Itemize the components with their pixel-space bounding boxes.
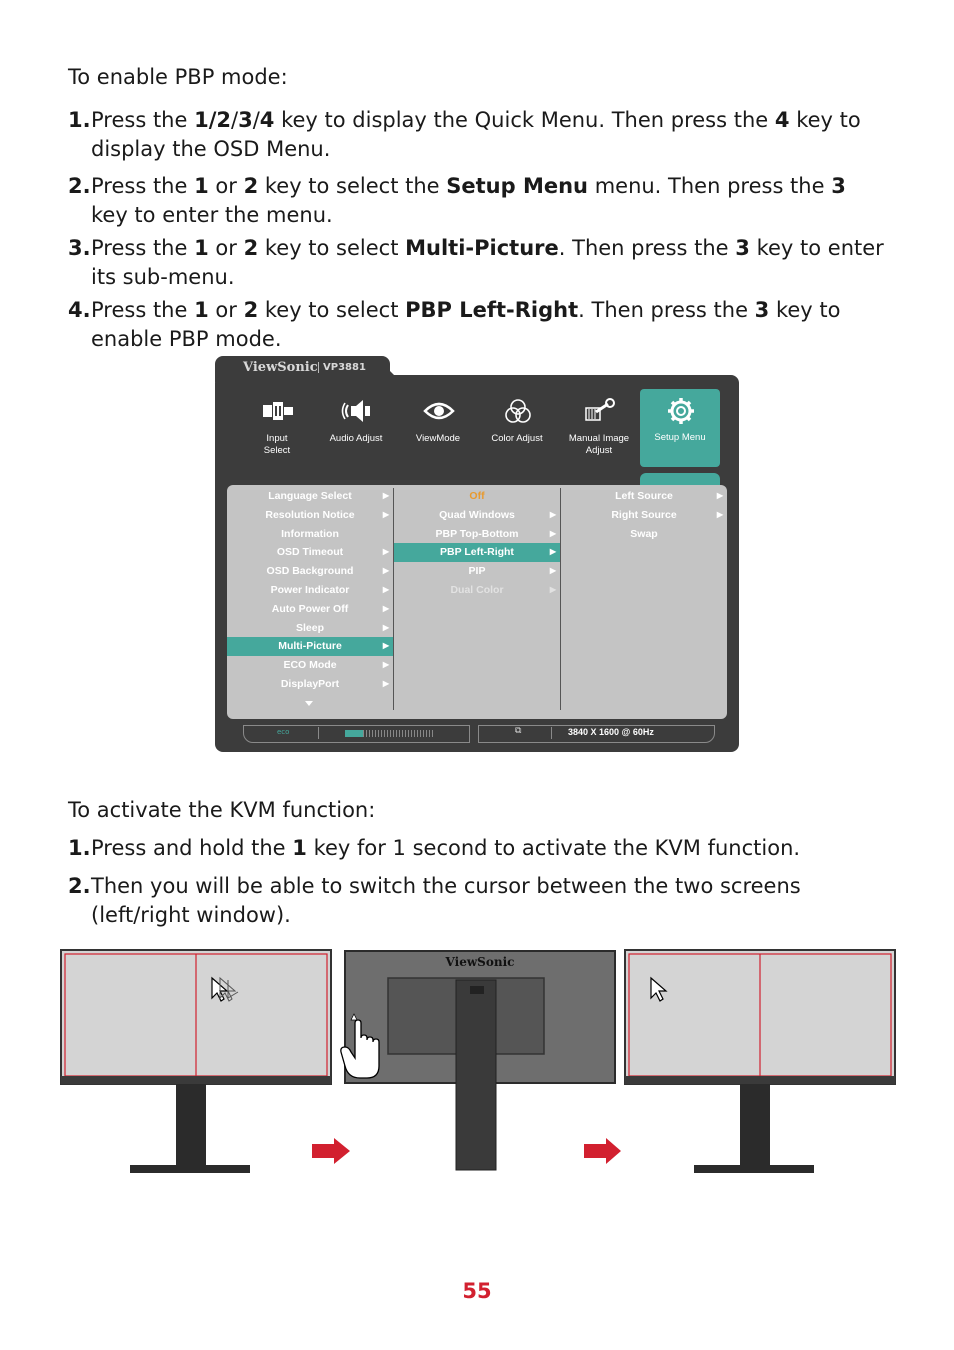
tab-audio-adjust[interactable]: Audio Adjust <box>316 390 396 466</box>
multi-picture-submenu: Off Quad Windows▶ PBP Top-Bottom▶ PBP Le… <box>394 487 560 600</box>
submenu-item-left-source[interactable]: Left Source▶ <box>615 490 723 502</box>
pbp-steps: 1.Press the 1/2/3/4 key to display the Q… <box>68 106 888 354</box>
eco-level-bar <box>345 730 435 737</box>
monitor-left-screen-active <box>60 949 332 1173</box>
osd-brand-logo: ViewSonic <box>243 360 318 375</box>
right-arrow-icon-2 <box>584 1138 621 1164</box>
menu-item-sleep[interactable]: Sleep▶ <box>295 621 389 634</box>
menu-item-multi-picture[interactable]: Multi-Picture▶ <box>227 637 393 657</box>
pbp-step-3: 3.Press the 1 or 2 key to select Multi-P… <box>68 236 884 289</box>
cursor-arrow-icon-2 <box>650 976 668 1002</box>
pbp-step-2: 2.Press the 1 or 2 key to select the Set… <box>68 174 846 227</box>
gear-icon <box>668 398 694 424</box>
tab-setup-menu[interactable]: Setup Menu <box>640 389 720 467</box>
speaker-icon <box>341 400 370 422</box>
menu-item-language-select[interactable]: Language Select▶ <box>268 490 389 502</box>
submenu-item-off[interactable]: Off <box>469 490 485 502</box>
menu-item-information[interactable]: Information <box>281 527 339 540</box>
submenu-item-pip[interactable]: PIP▶ <box>468 565 556 578</box>
tab-color-adjust[interactable]: Color Adjust <box>477 390 557 466</box>
pbp-step-1: 1.Press the 1/2/3/4 key to display the Q… <box>68 108 861 161</box>
menu-item-eco-mode[interactable]: ECO Mode▶ <box>283 659 389 672</box>
submenu-item-quad-windows[interactable]: Quad Windows▶ <box>439 508 556 521</box>
kvm-steps: 1.Press and hold the 1 key for 1 second … <box>68 834 888 930</box>
tab-label: ViewMode <box>415 433 461 444</box>
input-select-icon <box>263 402 293 420</box>
submenu-item-right-source[interactable]: Right Source▶ <box>611 508 723 521</box>
submenu-item-pbp-top-bottom[interactable]: PBP Top-Bottom▶ <box>435 527 556 540</box>
kvm-step-1: 1.Press and hold the 1 key for 1 second … <box>68 836 801 860</box>
link-icon: ⧉ <box>515 726 522 736</box>
tab-label: Setup Menu <box>654 432 706 443</box>
resolution-readout: 3840 X 1600 @ 60Hz <box>568 727 654 737</box>
eco-icon: eco <box>277 728 290 736</box>
pbp-step-4: 4.Press the 1 or 2 key to select PBP Lef… <box>68 298 841 351</box>
wrench-icon <box>585 398 615 421</box>
hand-pressing-key-icon <box>340 1019 380 1079</box>
menu-item-osd-timeout[interactable]: OSD Timeout▶ <box>276 546 389 559</box>
osd-menu-panel: Language Select▶ Resolution Notice▶ Info… <box>227 485 727 719</box>
rear-brand-logo: ViewSonic <box>445 955 515 969</box>
setup-menu-list: Language Select▶ Resolution Notice▶ Info… <box>227 487 393 706</box>
right-arrow-icon <box>312 1138 350 1164</box>
pbp-left-right-submenu: Left Source▶ Right Source▶ Swap <box>561 487 727 543</box>
tab-label: Color Adjust <box>491 433 543 444</box>
tab-viewmode[interactable]: ViewMode <box>398 390 478 466</box>
color-circles-icon <box>505 399 531 423</box>
osd-status-bar: eco ⧉ 3840 X 1600 @ 60Hz <box>243 725 715 743</box>
tab-input-select[interactable]: Input Select <box>237 390 317 466</box>
menu-item-osd-background[interactable]: OSD Background▶ <box>266 565 389 578</box>
kvm-illustration: ViewSonic <box>60 949 896 1173</box>
page-number: 55 <box>462 1279 492 1303</box>
osd-menu: ViewSonic VP3881 Input Select Audio Adju… <box>215 356 739 752</box>
pbp-intro: To enable PBP mode: <box>68 65 288 89</box>
osd-tab-bar: Input Select Audio Adjust ViewMode Col <box>215 389 739 470</box>
tab-label: Manual Image Adjust <box>568 433 630 456</box>
menu-item-resolution-notice[interactable]: Resolution Notice▶ <box>265 508 389 521</box>
menu-item-displayport[interactable]: DisplayPort▶ <box>280 677 389 690</box>
submenu-item-dual-color[interactable]: Dual Color▶ <box>450 583 556 596</box>
kvm-step-2: 2.Then you will be able to switch the cu… <box>68 874 801 927</box>
menu-item-power-indicator[interactable]: Power Indicator▶ <box>270 583 389 596</box>
scroll-down-icon[interactable] <box>305 701 313 706</box>
menu-item-auto-power-off[interactable]: Auto Power Off▶ <box>271 602 389 615</box>
submenu-item-pbp-left-right[interactable]: PBP Left-Right▶ <box>394 543 560 563</box>
tab-label: Audio Adjust <box>329 433 383 444</box>
cursor-motion-trail-icon <box>219 976 239 1002</box>
tab-label: Input Select <box>263 433 291 456</box>
eye-icon <box>423 402 455 420</box>
kvm-intro: To activate the KVM function: <box>68 798 376 822</box>
monitor-right-screen-active <box>624 949 896 1173</box>
submenu-item-swap[interactable]: Swap <box>630 527 658 540</box>
tab-manual-image-adjust[interactable]: Manual Image Adjust <box>559 390 639 466</box>
monitor-rear-view: ViewSonic <box>340 950 616 1171</box>
osd-model: VP3881 <box>318 362 366 373</box>
